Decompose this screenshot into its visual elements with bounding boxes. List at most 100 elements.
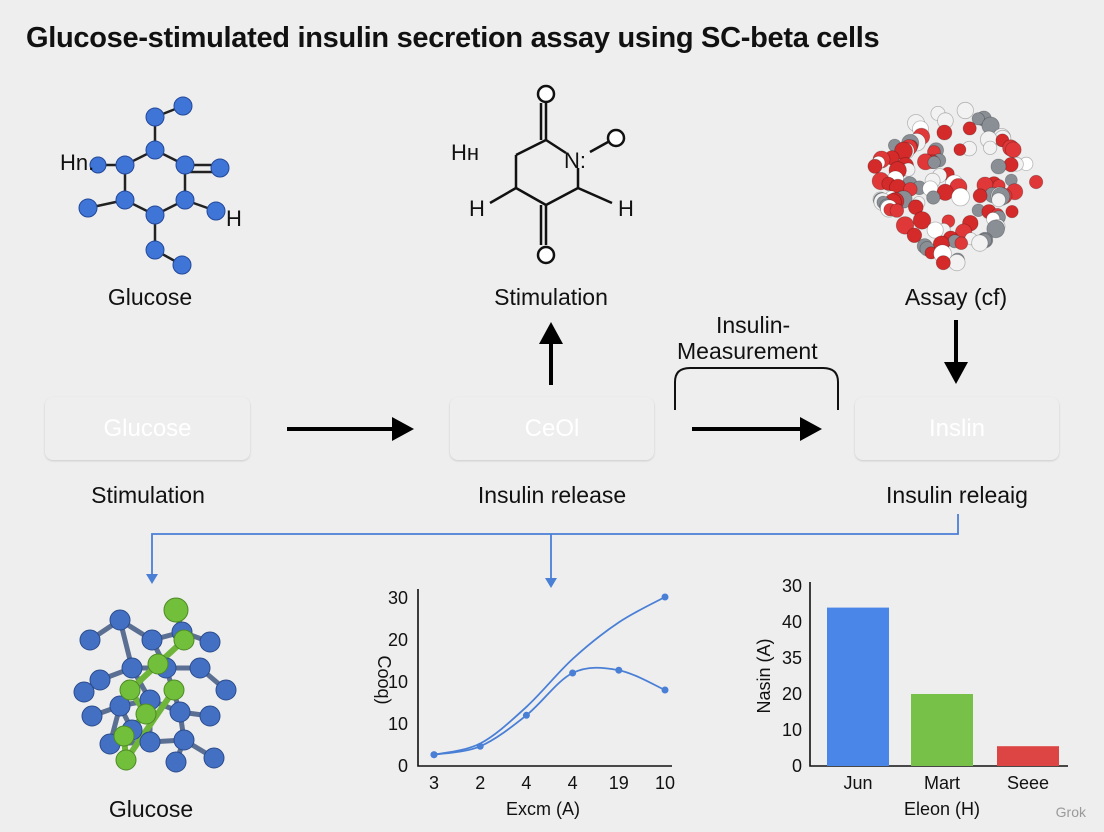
line-chart-x-tick: 19 — [609, 773, 629, 793]
molecule-atom — [199, 631, 221, 653]
molecule-atom — [163, 679, 185, 701]
bar-seee — [997, 746, 1059, 766]
molecule-atom — [215, 679, 237, 701]
molecule-atom — [141, 629, 163, 651]
bar-chart-y-tick: 20 — [782, 684, 802, 704]
struct-h-right: H — [618, 196, 634, 221]
line-point — [661, 593, 669, 601]
assay-atom — [971, 112, 985, 126]
inslin-box: Inslin — [855, 397, 1059, 460]
bar-chart-x-tick: Seee — [1007, 773, 1049, 793]
assay-caption: Assay (cf) — [904, 284, 1008, 310]
bar-jun — [827, 607, 889, 766]
bar-mart — [911, 694, 973, 766]
stimulation-caption: Stimulation — [91, 482, 205, 508]
molecule-atom — [81, 705, 103, 727]
assay-atom — [867, 158, 883, 174]
bar-chart-x-tick: Jun — [843, 773, 872, 793]
assay-atom — [990, 158, 1007, 175]
molecule-atom — [165, 751, 187, 773]
assay-atom — [912, 211, 932, 230]
line-chart-y-tick: 10 — [388, 714, 408, 734]
line-point — [661, 686, 669, 694]
glucose-caption-bottom: Glucose — [108, 796, 194, 822]
assay-atom — [972, 188, 988, 204]
molecule-atom — [79, 629, 101, 651]
bar-chart-x-label: Eleon (H) — [904, 799, 980, 819]
molecule-atom — [135, 703, 157, 725]
assay-atom — [953, 143, 967, 157]
line-chart-y-tick: 10 — [388, 672, 408, 692]
assay-atom — [971, 234, 989, 252]
line-point — [430, 751, 438, 759]
assay-atom — [991, 192, 1006, 208]
line-chart-x-tick: 4 — [568, 773, 578, 793]
assay-atom — [954, 236, 969, 251]
line-chart-y-tick: 20 — [388, 630, 408, 650]
assay-atom — [1005, 205, 1019, 219]
molecule-atom — [203, 747, 225, 769]
line-chart-y-label: Cooq) — [374, 655, 394, 704]
bar-chart-axes — [809, 582, 1068, 767]
molecule-atom — [163, 597, 189, 623]
bar-chart-y-tick: 30 — [782, 576, 802, 596]
line-point — [615, 666, 623, 674]
assay-atom — [935, 255, 951, 271]
glucose-box: Glucose — [45, 397, 250, 460]
bar-chart-x-tick: Mart — [924, 773, 960, 793]
line-chart-axes — [417, 589, 672, 767]
molecule-atom — [89, 669, 111, 691]
assay-atom — [927, 155, 941, 170]
molecule-atom — [115, 749, 137, 771]
assay-atom — [889, 203, 905, 218]
assay-atom — [982, 140, 998, 155]
molecule-atom — [173, 729, 195, 751]
molecule-atom — [169, 701, 191, 723]
line-point — [522, 711, 530, 719]
insulin-measurement-line1: Insulin- — [716, 312, 791, 338]
assay-atom — [951, 187, 970, 207]
assay-atom — [1004, 141, 1022, 159]
molecule-atom — [73, 681, 95, 703]
assay-atom — [962, 121, 977, 136]
molecule-atom — [109, 609, 131, 631]
struct-n-label: N: — [564, 148, 586, 173]
glucose-atom-label: Hn. — [60, 150, 95, 175]
assay-atom — [936, 124, 953, 141]
line-chart-x-tick: 3 — [429, 773, 439, 793]
bar-chart-y-tick: 0 — [792, 756, 802, 776]
assay-atom — [986, 219, 1005, 239]
assay-atom — [906, 227, 923, 244]
assay-atom — [926, 190, 941, 205]
molecule-atom — [113, 725, 135, 747]
molecule-atom — [147, 653, 169, 675]
line-chart-x-tick: 4 — [521, 773, 531, 793]
line-chart-x-label: Excm (A) — [506, 799, 580, 819]
watermark: Grok — [1055, 804, 1086, 820]
line-chart-y-tick: 30 — [388, 588, 408, 608]
page-title: Glucose-stimulated insulin secretion ass… — [26, 22, 880, 54]
molecule-atom — [199, 705, 221, 727]
molecule-atom — [189, 657, 211, 679]
assay-atom — [895, 216, 915, 235]
molecule-atom — [173, 629, 195, 651]
bar-chart-y-tick: 40 — [782, 612, 802, 632]
stimulation-caption-top: Stimulation — [494, 284, 608, 310]
insulin-release-caption: Insulin release — [477, 482, 627, 508]
molecule-atom — [121, 657, 143, 679]
line-chart-y-tick: 0 — [398, 756, 408, 776]
molecule-bond — [123, 688, 177, 762]
bar-chart-y-tick: 35 — [782, 648, 802, 668]
struct-h-top: Hн — [451, 140, 480, 165]
glucose-h-label: H — [226, 206, 242, 231]
struct-h-left: H — [469, 196, 485, 221]
